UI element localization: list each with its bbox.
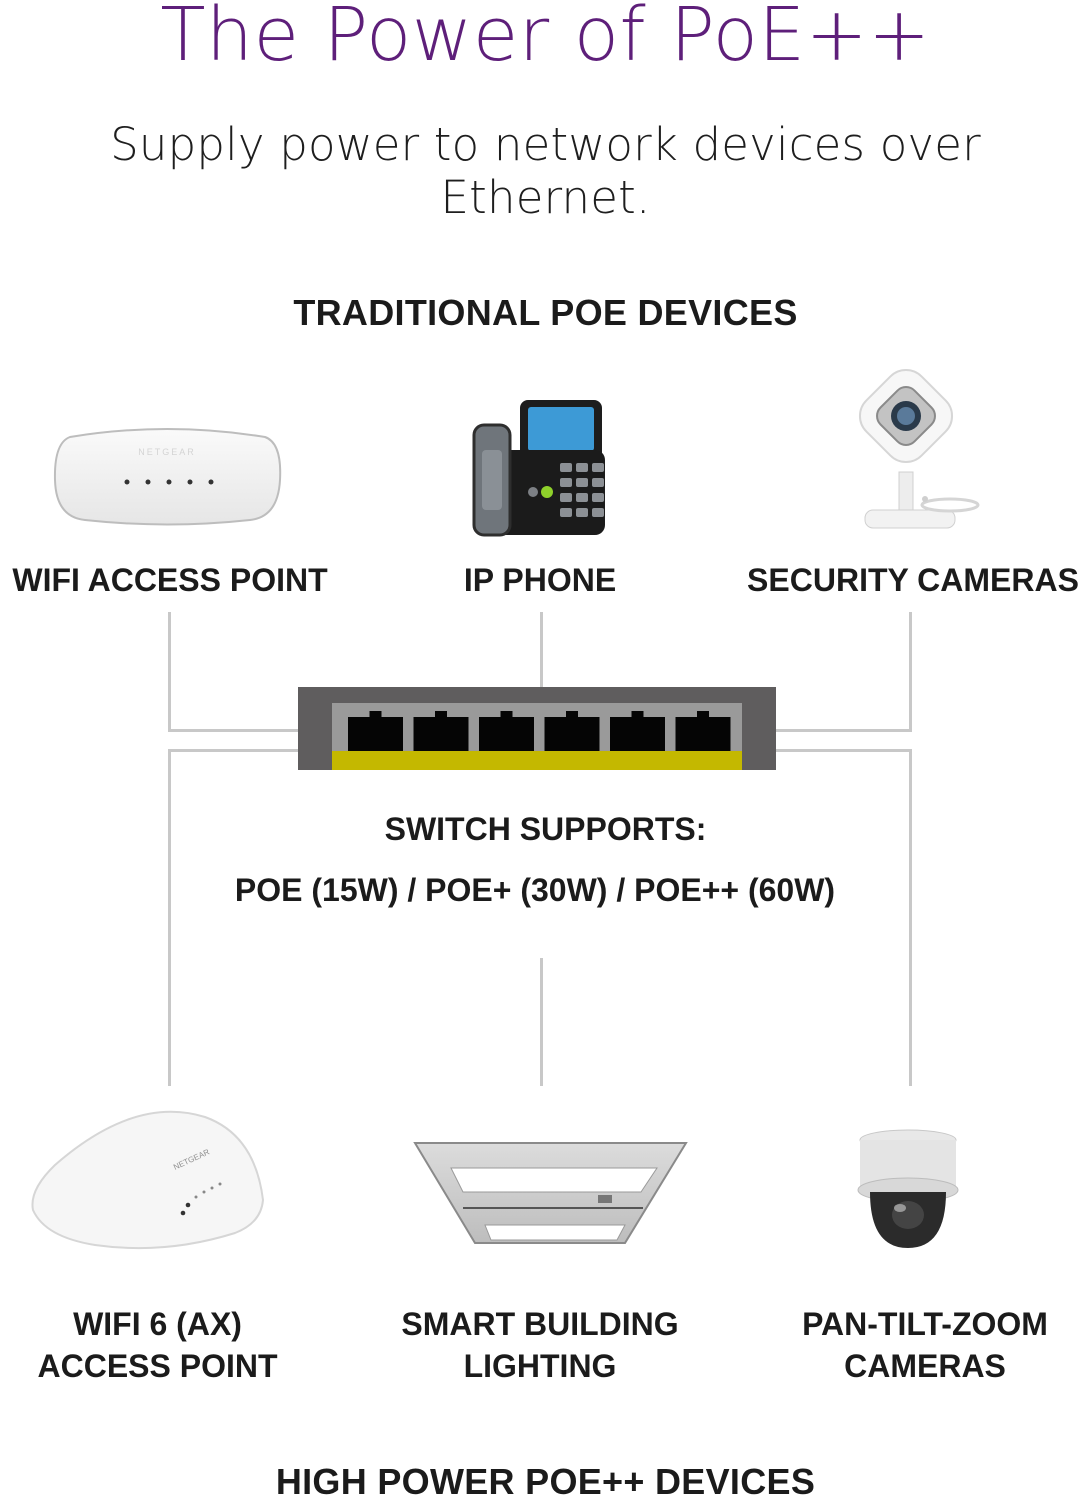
ethernet-port [610, 711, 665, 751]
page-subtitle: Supply power to network devices over Eth… [110, 118, 981, 224]
ethernet-port [413, 711, 469, 751]
ethernet-port [675, 711, 731, 751]
connector-line [540, 958, 543, 1086]
switch-power-levels: POE (15W) / POE+ (30W) / POE++ (60W) [234, 872, 836, 908]
connector-line [168, 749, 171, 1086]
smart-lighting-icon [413, 1142, 688, 1244]
ptz-camera-icon [857, 1129, 959, 1248]
device-label-wifi6-access-point: WIFI 6 (AX) ACCESS POINT [0, 1303, 315, 1387]
connector-line [168, 612, 171, 730]
ethernet-port [479, 711, 534, 751]
device-label-line: SMART BUILDING [401, 1306, 679, 1342]
device-label-ip-phone: IP PHONE [463, 562, 617, 598]
device-label-line: CAMERAS [844, 1348, 1006, 1384]
connector-line [540, 612, 543, 690]
device-label-line: WIFI 6 (AX) [73, 1306, 242, 1342]
device-label-smart-lighting: SMART BUILDING LIGHTING [380, 1303, 700, 1387]
device-label-line: ACCESS POINT [37, 1348, 278, 1384]
traditional-devices-heading: TRADITIONAL POE DEVICES [293, 292, 798, 333]
connector-line [168, 729, 300, 732]
connector-line [775, 729, 912, 732]
security-camera-icon [858, 368, 980, 529]
high-power-devices-heading: HIGH POWER POE++ DEVICES [275, 1461, 816, 1502]
switch-ports [348, 711, 731, 751]
wifi6-access-point-icon: NETGEAR [31, 1110, 265, 1250]
poe-switch-icon [298, 687, 776, 770]
page-title: The Power of PoE++ [160, 0, 931, 78]
connector-line [909, 612, 912, 730]
device-label-line: LIGHTING [463, 1348, 617, 1384]
switch-supports-label: SWITCH SUPPORTS: [384, 811, 707, 847]
ip-phone-icon [472, 400, 605, 537]
ethernet-port [348, 711, 403, 751]
wifi-access-point-icon: NETGEAR [53, 428, 282, 526]
svg-text:NETGEAR: NETGEAR [138, 447, 196, 457]
connector-line [909, 749, 912, 1086]
connector-line [168, 749, 300, 752]
device-label-line: PAN-TILT-ZOOM [802, 1306, 1048, 1342]
device-label-security-cameras: SECURITY CAMERAS [747, 562, 1079, 598]
connector-line [775, 749, 912, 752]
device-label-ptz-cameras: PAN-TILT-ZOOM CAMERAS [770, 1303, 1080, 1387]
ethernet-port [544, 711, 600, 751]
device-label-wifi-access-point: WIFI ACCESS POINT [12, 562, 328, 598]
